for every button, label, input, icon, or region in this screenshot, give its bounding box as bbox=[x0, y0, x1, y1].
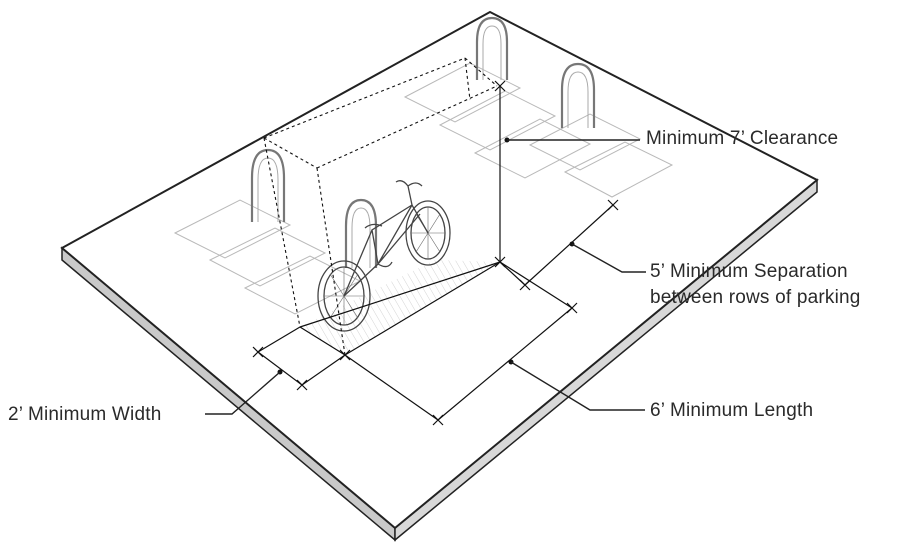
rack-center bbox=[344, 198, 378, 268]
leader-lines bbox=[205, 137, 646, 415]
parking-footprint-hatch bbox=[300, 260, 500, 355]
separation-label: 5’ Minimum Separation between rows of pa… bbox=[650, 259, 861, 311]
clearance-label: Minimum 7’ Clearance bbox=[646, 128, 839, 149]
separation-leader bbox=[571, 243, 646, 273]
rack-back-left bbox=[475, 16, 509, 80]
rack-back-right bbox=[560, 62, 596, 128]
length-label: 6’ Minimum Length bbox=[650, 400, 814, 421]
length-dimension bbox=[437, 307, 573, 421]
width-label: 2’ Minimum Width bbox=[8, 404, 162, 425]
separation-label-line2: between rows of parking bbox=[650, 287, 861, 308]
bicycle bbox=[317, 180, 451, 332]
width-leader bbox=[205, 371, 281, 415]
length-leader bbox=[510, 361, 645, 411]
separation-label-line1: 5’ Minimum Separation bbox=[650, 261, 848, 282]
separation-dimension bbox=[524, 204, 614, 286]
clearance-envelope bbox=[263, 57, 501, 356]
dimension-lines bbox=[252, 80, 619, 426]
width-dimension bbox=[257, 351, 303, 386]
